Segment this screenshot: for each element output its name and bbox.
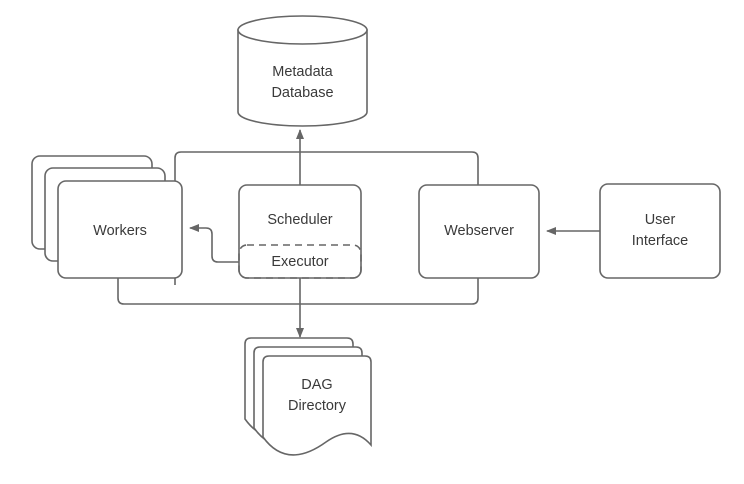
workers-stack-front xyxy=(57,180,183,279)
node-workers[interactable]: Workers xyxy=(31,155,183,279)
webserver-label: Webserver xyxy=(444,223,514,239)
node-user-interface[interactable]: User Interface xyxy=(599,183,721,279)
dag-directory-stack-front xyxy=(262,355,372,456)
edge-workers-webserver-bottom-bus xyxy=(117,278,479,305)
workers-label: Workers xyxy=(93,223,147,239)
node-scheduler[interactable]: Scheduler xyxy=(238,184,362,279)
node-metadata-database[interactable]: Metadata Database xyxy=(237,15,368,127)
node-dag-directory[interactable]: DAG Directory xyxy=(244,337,372,456)
metadata-database-label-line2: Database xyxy=(271,85,333,101)
edge-workers-webserver-top-bus xyxy=(174,151,479,285)
executor-label: Executor xyxy=(271,254,328,270)
scheduler-label: Scheduler xyxy=(267,212,332,228)
edge-executor-to-workers xyxy=(189,224,239,263)
user-interface-label-line1: User xyxy=(645,212,676,228)
metadata-database-label-line1: Metadata xyxy=(272,64,333,80)
dag-directory-label-line1: DAG xyxy=(301,377,332,393)
node-executor[interactable]: Executor xyxy=(238,244,362,279)
user-interface-label-line2: Interface xyxy=(632,233,688,249)
dag-directory-label-line2: Directory xyxy=(288,398,347,414)
node-webserver[interactable]: Webserver xyxy=(418,184,540,279)
